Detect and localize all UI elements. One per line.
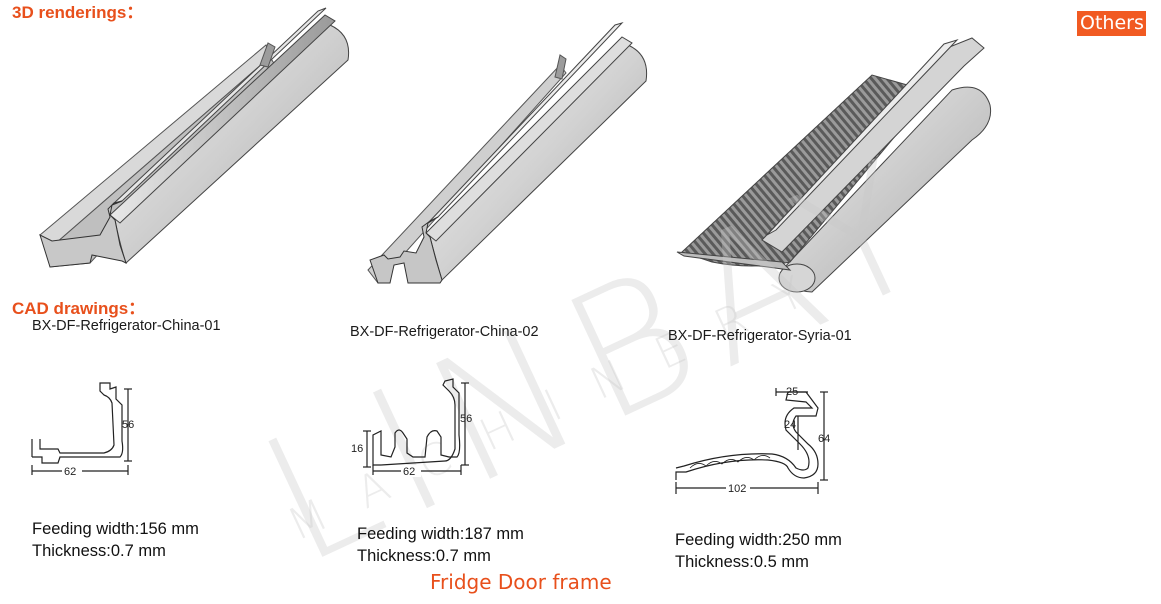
dim-inner: 24 [784,419,796,431]
caption: Fridge Door frame [430,570,612,594]
thickness: Thickness:0.7 mm [357,547,491,565]
model-name-syria-01: BX-DF-Refrigerator-Syria-01 [668,328,852,344]
feeding-width: Feeding width:250 mm [675,531,842,549]
cad-drawing-syria-01: 25 24 64 102 [675,386,830,495]
dim-width: 62 [403,466,415,478]
renderings-heading: 3D renderings： [12,3,144,22]
model-name-china-01: BX-DF-Refrigerator-China-01 [32,318,221,334]
spec-block-china-02: Feeding width:187 mm Thickness:0.7 mm [357,523,524,567]
cad-drawing-china-02: 56 16 62 [351,378,472,478]
others-badge: Others [1077,11,1146,36]
dim-width: 62 [64,466,76,478]
spec-block-china-01: Feeding width:156 mm Thickness:0.7 mm [32,518,199,562]
thickness: Thickness:0.7 mm [32,542,166,560]
feeding-width: Feeding width:187 mm [357,525,524,543]
rendering-china-02 [367,22,648,284]
dim-top: 25 [786,386,798,398]
dim-height: 56 [122,419,134,431]
feeding-width: Feeding width:156 mm [32,520,199,538]
dim-side: 16 [351,443,363,455]
model-name-china-02: BX-DF-Refrigerator-China-02 [350,324,539,340]
spec-block-syria-01: Feeding width:250 mm Thickness:0.5 mm [675,529,842,573]
thickness: Thickness:0.5 mm [675,553,809,571]
cad-drawing-china-01: 56 62 [31,382,134,478]
rendering-syria-01 [676,37,992,293]
dim-height: 64 [818,433,830,445]
dim-height: 56 [460,413,472,425]
rendering-china-01 [39,7,350,268]
cad-heading: CAD drawings： [12,299,146,318]
dim-width: 102 [728,483,746,495]
